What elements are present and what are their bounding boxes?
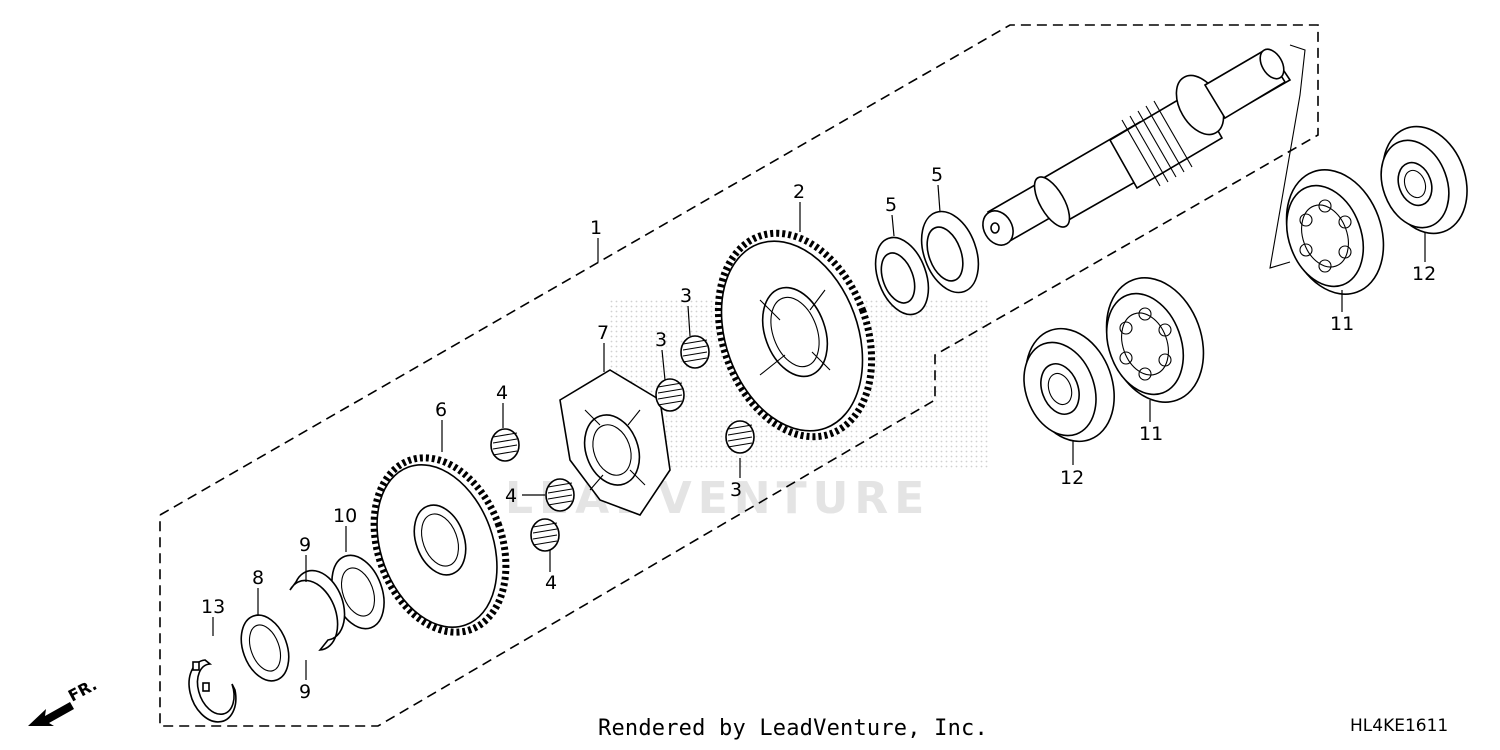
callout-10: 10 — [333, 505, 357, 527]
bracket-line — [1269, 44, 1306, 269]
callout-9: 9 — [299, 534, 311, 556]
bearing-11-upper — [1285, 169, 1385, 295]
leader-lines — [212, 184, 1426, 680]
assembly-outline — [159, 24, 1319, 727]
spring-4-c — [530, 518, 560, 552]
bearing-11-lower — [1105, 277, 1205, 403]
spring-4-a — [490, 428, 520, 462]
diagram-code: HL4KE1611 — [1350, 716, 1449, 736]
bearing-12-lower — [1023, 327, 1115, 443]
callout-7: 7 — [597, 322, 609, 344]
spring-3-a — [680, 335, 710, 369]
callout-13: 13 — [201, 596, 225, 618]
callout-5: 5 — [885, 194, 897, 216]
spring-3-b — [655, 378, 685, 412]
callout-3: 3 — [730, 479, 742, 501]
callout-8: 8 — [252, 567, 264, 589]
callout-4: 4 — [505, 485, 517, 507]
snap-ring-13 — [188, 659, 237, 723]
gear-6 — [370, 454, 510, 636]
watermark-text: LEADVENTURE — [505, 473, 930, 524]
spring-3-c — [725, 420, 755, 454]
mainshaft — [982, 48, 1292, 246]
callout-3: 3 — [680, 285, 692, 307]
washer-5-rear — [920, 210, 980, 294]
washer-8 — [240, 614, 290, 682]
callout-12: 12 — [1060, 467, 1084, 489]
callout-12: 12 — [1412, 263, 1436, 285]
damper-hub-7 — [559, 369, 671, 516]
direction-label: FR. — [65, 676, 100, 706]
callout-4: 4 — [496, 382, 508, 404]
callout-3: 3 — [655, 329, 667, 351]
callout-2: 2 — [793, 181, 805, 203]
render-credit: Rendered by LeadVenture, Inc. — [598, 716, 988, 741]
callout-11: 11 — [1139, 423, 1163, 445]
washer-5-front — [874, 236, 930, 316]
callout-5: 5 — [931, 164, 943, 186]
callout-9: 9 — [299, 681, 311, 703]
callout-6: 6 — [435, 399, 447, 421]
callout-1: 1 — [590, 217, 602, 239]
callout-labels: 1 2 3 3 3 4 4 4 5 5 6 7 8 9 9 10 11 11 1… — [201, 164, 1436, 703]
front-direction-arrow-icon: FR. — [28, 676, 100, 726]
spring-4-b — [545, 478, 575, 512]
split-washer-9 — [289, 569, 346, 651]
callout-4: 4 — [545, 572, 557, 594]
bearing-12-upper — [1380, 125, 1468, 235]
gear-2 — [714, 229, 876, 441]
callout-11: 11 — [1330, 313, 1354, 335]
